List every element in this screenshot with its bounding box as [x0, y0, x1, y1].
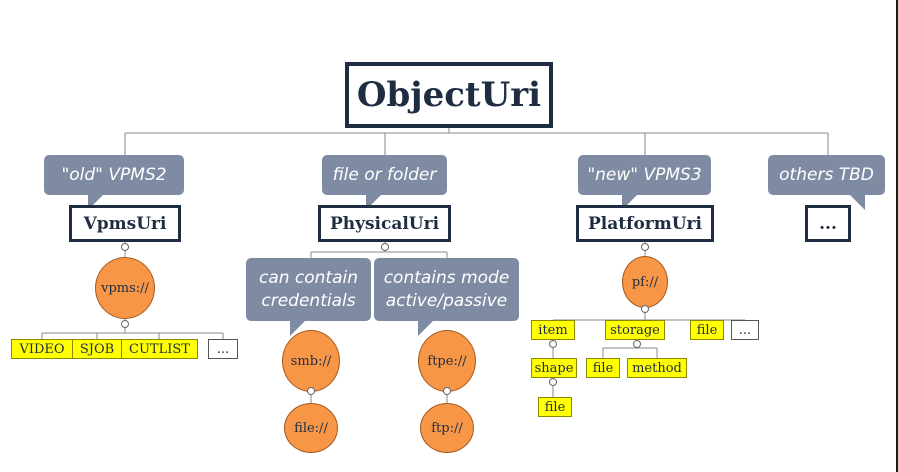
right-edge-border: [896, 0, 898, 472]
collapse-knob[interactable]: [121, 243, 129, 251]
callout-new-vpms3: "new" VPMS3: [578, 155, 711, 210]
tag-shape: shape: [531, 358, 577, 378]
scheme-node-pf: pf://: [622, 256, 668, 308]
node-physicaluri: PhysicalUri: [318, 205, 451, 242]
scheme-node-ftpe: ftpe://: [418, 330, 476, 392]
callout-others-tbd: others TBD: [768, 155, 885, 210]
tag-method: method: [627, 358, 687, 378]
tag-item: item: [531, 320, 575, 340]
tag-more: ...: [731, 320, 759, 340]
collapse-knob[interactable]: [633, 340, 641, 348]
tag-cutlist: CUTLIST: [121, 339, 198, 359]
node-vpmsuri: VpmsUri: [69, 205, 181, 242]
collapse-knob[interactable]: [443, 387, 451, 395]
collapse-knob[interactable]: [641, 243, 649, 251]
scheme-node-ftp: ftp://: [420, 403, 474, 453]
callout-file-or-folder: file or folder: [322, 155, 447, 210]
node-others: ...: [805, 205, 851, 242]
collapse-knob[interactable]: [307, 387, 315, 395]
collapse-knob[interactable]: [121, 320, 129, 328]
callout-can-contain-credentials: can contain credentials: [246, 258, 371, 336]
collapse-knob[interactable]: [641, 305, 649, 313]
scheme-node-vpms: vpms://: [95, 257, 155, 319]
tag-file: file: [538, 397, 572, 417]
scheme-node-file: file://: [284, 403, 338, 453]
tag-file: file: [690, 320, 724, 340]
root-node-objecturi: ObjectUri: [345, 62, 553, 128]
tag-storage: storage: [605, 320, 665, 340]
collapse-knob[interactable]: [549, 340, 557, 348]
tag-file: file: [586, 358, 620, 378]
callout-contains-mode: contains mode active/passive: [374, 258, 519, 336]
tag-more: ...: [208, 339, 238, 359]
tag-sjob: SJOB: [72, 339, 122, 359]
scheme-node-smb: smb://: [282, 330, 340, 392]
node-platformuri: PlatformUri: [576, 205, 714, 242]
callout-old-vpms2: "old" VPMS2: [44, 155, 184, 210]
collapse-knob[interactable]: [549, 378, 557, 386]
collapse-knob[interactable]: [381, 243, 389, 251]
tag-video: VIDEO: [11, 339, 73, 359]
